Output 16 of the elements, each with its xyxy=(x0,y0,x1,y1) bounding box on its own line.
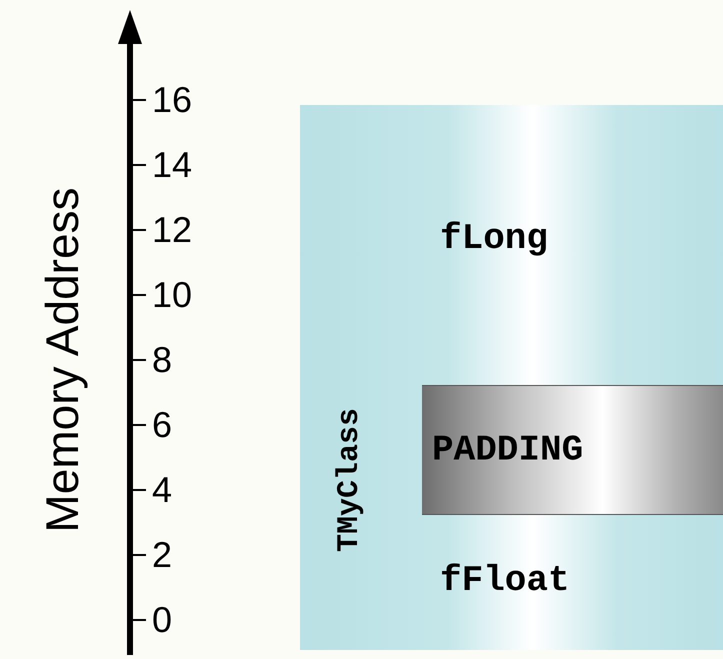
padding-block xyxy=(422,385,723,515)
tick-label: 4 xyxy=(152,469,172,511)
tick-label: 16 xyxy=(152,79,192,121)
tick-label: 12 xyxy=(152,209,192,251)
tick-label: 10 xyxy=(152,274,192,316)
axis-title: Memory Address xyxy=(35,187,89,533)
tick-label: 2 xyxy=(152,534,172,576)
tick-label: 8 xyxy=(152,339,172,381)
tick-label: 0 xyxy=(152,599,172,641)
class-name: TMyClass xyxy=(333,408,367,552)
field-name: fFloat xyxy=(440,560,570,601)
padding-label: PADDING xyxy=(432,430,584,470)
class-box xyxy=(300,105,723,650)
tick-label: 14 xyxy=(152,144,192,186)
field-name: fLong xyxy=(440,218,548,259)
tick-label: 6 xyxy=(152,404,172,446)
